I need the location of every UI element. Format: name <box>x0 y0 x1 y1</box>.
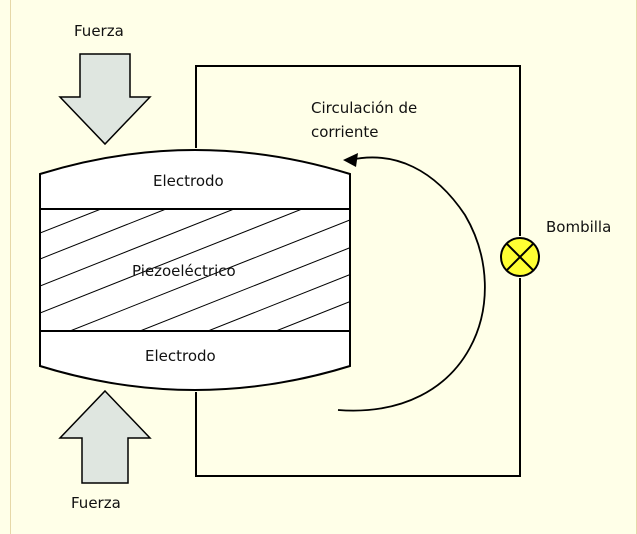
bulb-label: Bombilla <box>546 218 612 236</box>
curved-arrow-head <box>343 153 358 167</box>
force-arrow-bottom-icon <box>58 389 152 484</box>
piezo-hatching <box>40 209 350 331</box>
force-arrow-top-icon <box>58 53 152 146</box>
circuit-wire-top <box>195 65 521 236</box>
piezo-label: Piezoeléctrico <box>132 262 236 280</box>
electrode-top-shape <box>39 149 351 210</box>
force-label-top: Fuerza <box>74 22 124 40</box>
current-label-line2: corriente <box>311 123 379 141</box>
lamp-symbol-icon <box>500 237 540 277</box>
electrode-bottom-label: Electrodo <box>145 347 216 365</box>
frame-border-left <box>10 0 11 534</box>
force-label-bottom: Fuerza <box>71 494 121 512</box>
current-label-line1: Circulación de <box>311 99 418 117</box>
curved-arrow-icon <box>337 156 486 412</box>
circuit-wire-bottom <box>195 278 521 477</box>
electrode-bottom-shape <box>39 330 351 391</box>
piezo-block <box>40 209 350 331</box>
electrode-top-label: Electrodo <box>153 172 224 190</box>
